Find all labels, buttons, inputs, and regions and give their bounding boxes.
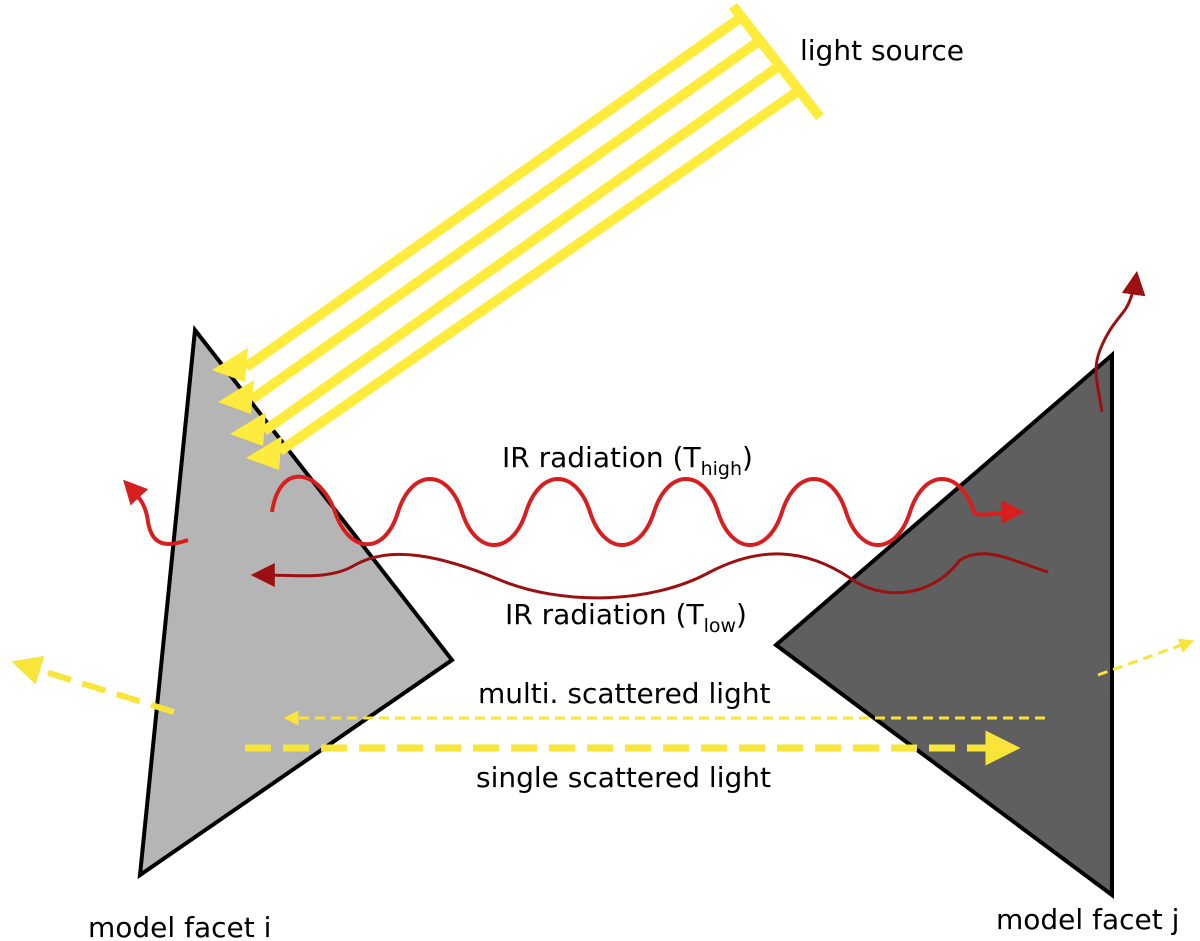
- ir-high-wave: [270, 474, 1026, 547]
- multi-scattered-label: multi. scattered light: [478, 677, 771, 710]
- light-source-label: light source: [800, 34, 964, 67]
- facet-j-ir-emission: [1094, 270, 1146, 413]
- facet-j-label: model facet j: [996, 903, 1179, 936]
- facet-i-ir-emission: [123, 479, 189, 546]
- ir-low-wave: [250, 552, 1049, 600]
- ir-low-label: IR radiation (Tlow): [505, 598, 747, 637]
- facet-i-scatter-arrow: [11, 655, 175, 715]
- ir-high-label: IR radiation (Thigh): [502, 441, 753, 480]
- model-facet-j: [772, 350, 1114, 899]
- single-scattered-label: single scattered light: [476, 761, 771, 794]
- facet-i-label: model facet i: [88, 911, 271, 941]
- model-facet-i: [137, 324, 455, 880]
- facet-j-scatter-arrow: [1097, 638, 1195, 677]
- light-source-icon: [212, 2, 824, 470]
